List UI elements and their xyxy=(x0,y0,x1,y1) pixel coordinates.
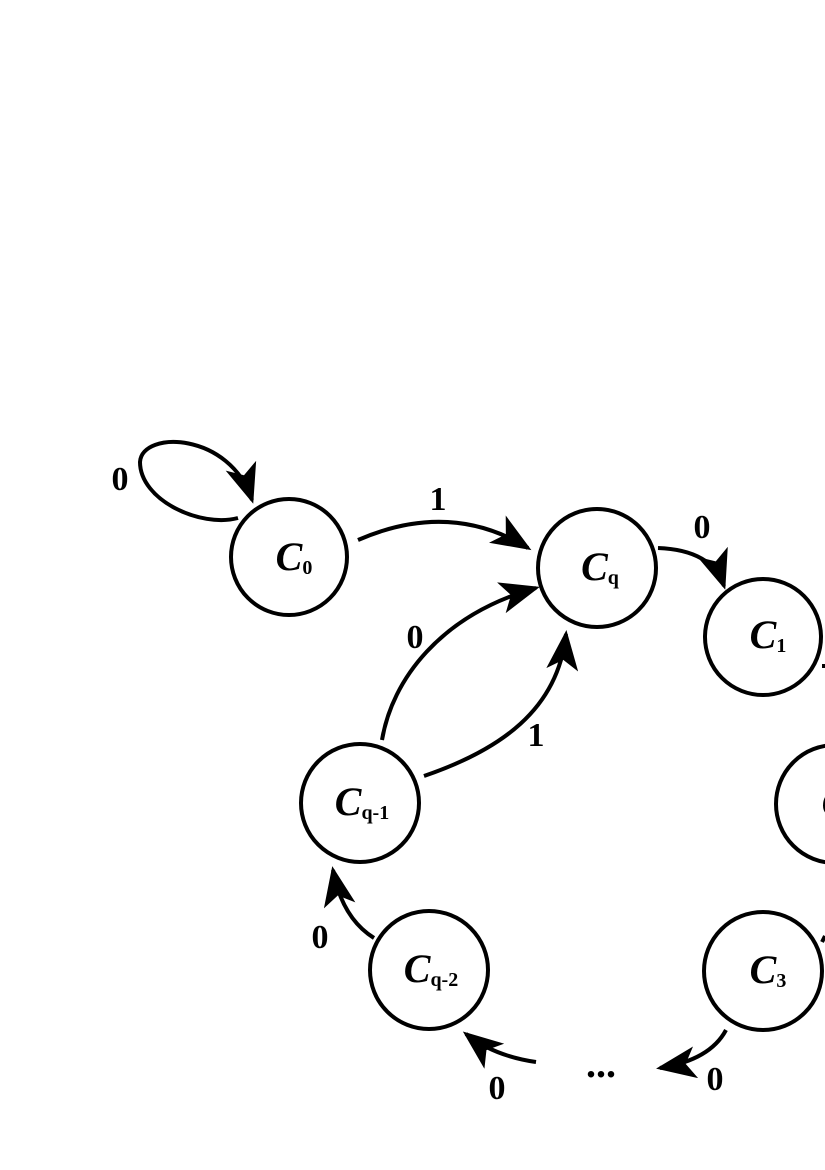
node-c1: C1 xyxy=(703,577,823,697)
node-cq2-subscript: q-2 xyxy=(430,969,458,991)
node-cq1-label: C xyxy=(335,779,363,824)
edge-label-c0-self: 0 xyxy=(112,461,129,498)
edge-c0-self-loop xyxy=(137,440,257,522)
svg-text:Cq-1: Cq-1 xyxy=(335,779,389,824)
node-cq1: Cq-1 xyxy=(299,742,421,864)
edge-c0-to-cq xyxy=(357,515,532,551)
node-cq2-label: C xyxy=(404,946,432,991)
edge-label-c0-cq: 1 xyxy=(430,481,447,518)
node-c2-label: C xyxy=(822,780,825,825)
svg-text:C3: C3 xyxy=(750,947,787,992)
edge-cq1-to-cq-lower xyxy=(423,630,579,778)
edge-dots-to-cq2 xyxy=(462,1031,537,1069)
edge-label-dots-cq2: 0 xyxy=(489,1070,506,1107)
node-cq-label: C xyxy=(581,544,609,589)
node-c3-subscript: 3 xyxy=(776,970,786,992)
node-c0: C0 xyxy=(229,497,349,617)
edge-label-cq1-cq-upper: 0 xyxy=(407,619,424,656)
edge-label-cq1-cq-lower: 1 xyxy=(528,717,545,754)
node-c1-label: C xyxy=(750,612,778,657)
svg-text:C0: C0 xyxy=(276,534,313,579)
node-c3: C3 xyxy=(702,910,824,1032)
svg-text:C1: C1 xyxy=(750,612,787,657)
edge-label-cq2-cq1: 0 xyxy=(312,919,329,956)
edge-c3-to-dots xyxy=(656,1029,728,1079)
edge-label-c3-dots: 0 xyxy=(707,1061,724,1098)
node-cq2: Cq-2 xyxy=(368,909,490,1031)
node-c0-subscript: 0 xyxy=(302,557,312,579)
node-cq-subscript: q xyxy=(608,567,619,589)
node-c3-label: C xyxy=(750,947,778,992)
node-cq1-subscript: q-1 xyxy=(361,802,389,824)
svg-text:Cq-2: Cq-2 xyxy=(404,946,458,991)
ellipsis-label: ... xyxy=(586,1041,616,1086)
svg-text:C: C xyxy=(822,780,825,825)
edge-cq2-to-cq1 xyxy=(323,866,376,940)
svg-text:Cq: Cq xyxy=(581,544,619,589)
edge-cq1-to-cq-upper xyxy=(380,582,540,741)
edge-label-cq-c1: 0 xyxy=(694,509,711,546)
node-c0-label: C xyxy=(276,534,304,579)
edge-cq-to-c1 xyxy=(657,546,728,590)
node-c2: C xyxy=(774,743,825,865)
node-c1-subscript: 1 xyxy=(776,635,786,657)
node-cq: Cq xyxy=(536,507,658,629)
